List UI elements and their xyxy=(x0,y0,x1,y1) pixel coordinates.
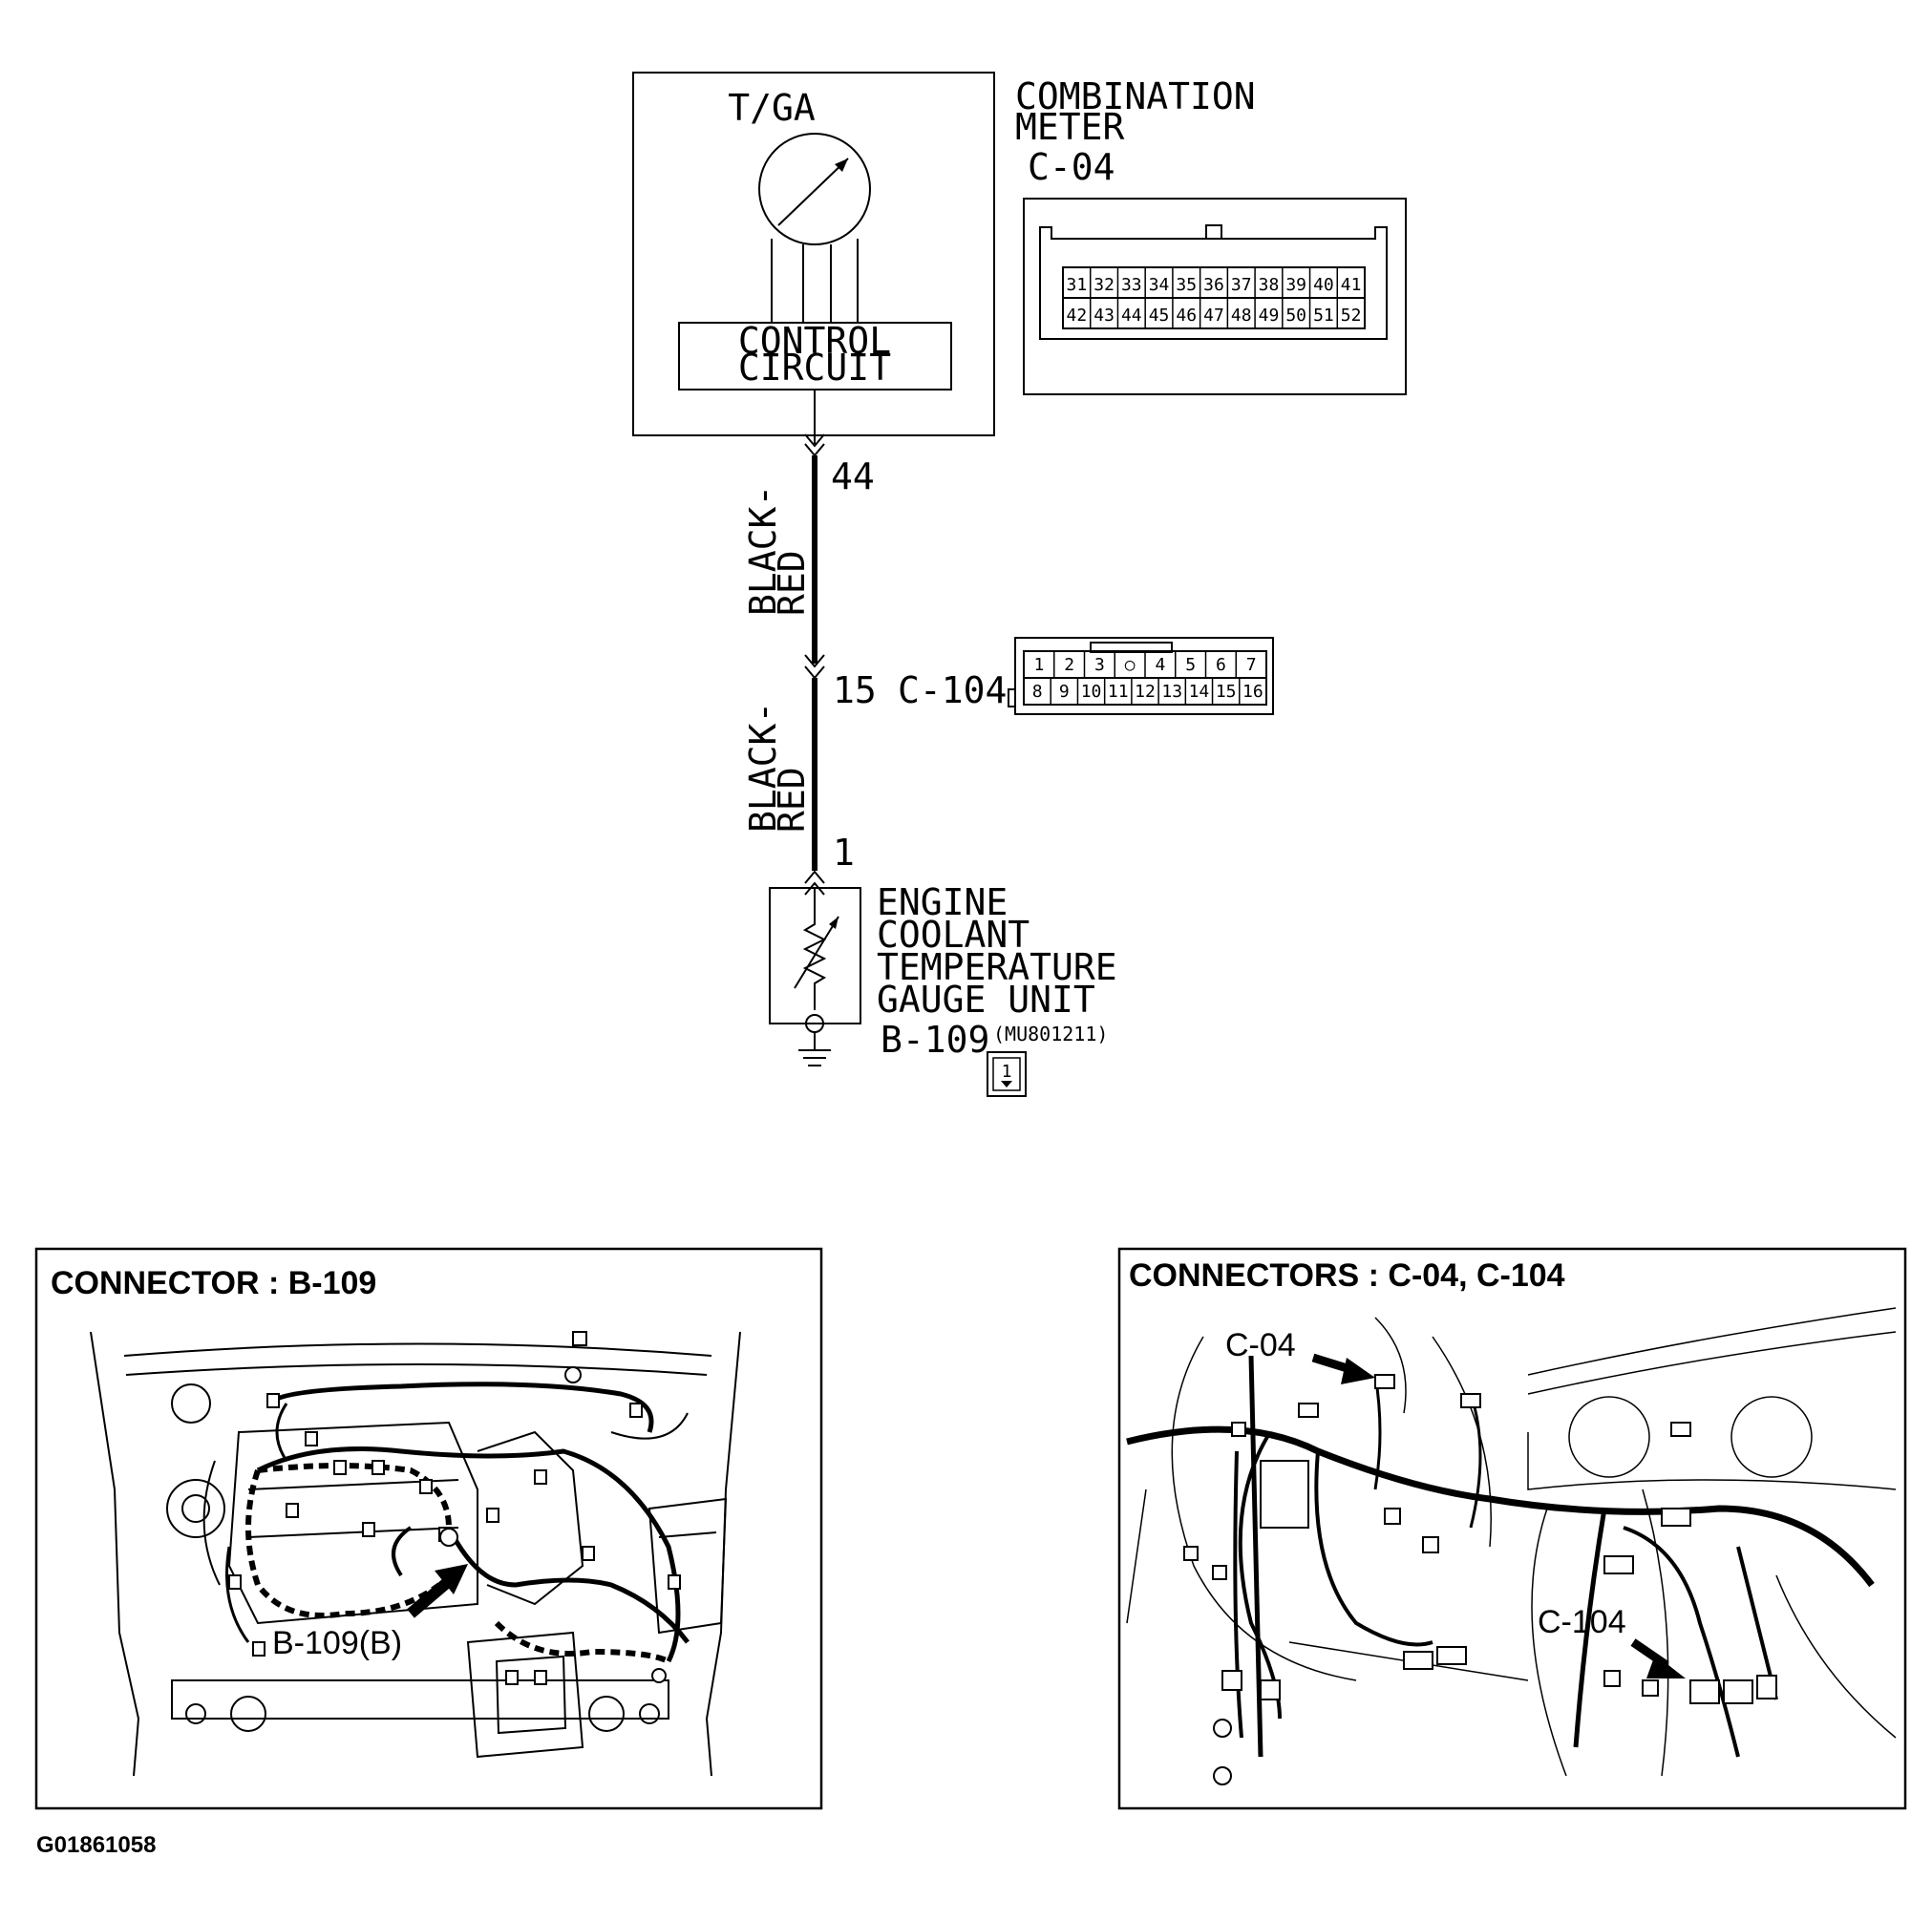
sensor-title-4: GAUGE UNIT xyxy=(877,979,1095,1021)
connector-pin-number: 6 xyxy=(1216,655,1226,675)
connector-pin-number: 37 xyxy=(1231,275,1252,295)
connector-pin-number: 10 xyxy=(1081,682,1102,702)
connector-pin-number: 51 xyxy=(1313,306,1334,326)
connector-pin-number: 12 xyxy=(1135,682,1156,702)
connector-pin-number: 45 xyxy=(1149,306,1170,326)
connector-pin-number: 7 xyxy=(1246,655,1257,675)
connector-pin-number: 43 xyxy=(1093,306,1115,326)
control-circuit-label-2: CIRCUIT xyxy=(738,347,891,389)
sensor-title-3: TEMPERATURE xyxy=(877,946,1117,988)
combination-meter-title-2: METER xyxy=(1015,106,1125,148)
connector-pin-number: 46 xyxy=(1176,306,1197,326)
connector-plugs-dashboard xyxy=(1183,1374,1777,1785)
figure-code: G01861058 xyxy=(36,1832,156,1858)
panel-left-header: CONNECTOR : B-109 xyxy=(51,1265,376,1301)
connector-pin-number: 2 xyxy=(1064,655,1074,675)
connector-pin-number: 14 xyxy=(1189,682,1210,702)
dashboard-illustration xyxy=(1126,1307,1897,1777)
wire2-color-line1: BLACK- xyxy=(742,702,784,833)
connector-pin-number: 9 xyxy=(1059,682,1070,702)
connector-pin-number: 5 xyxy=(1185,655,1196,675)
connector-pin-number: 8 xyxy=(1032,682,1043,702)
wire2-color-line2: RED xyxy=(771,767,813,833)
gauge-icon xyxy=(758,133,871,323)
connector-plugs-engine xyxy=(228,1331,681,1685)
ground-icon xyxy=(798,1014,831,1066)
panel-right-callout-c04: C-04 xyxy=(1225,1327,1296,1363)
combination-meter-title-1: COMBINATION xyxy=(1015,75,1256,117)
engine-coolant-temperature-gauge-unit: ENGINE COOLANT TEMPERATURE GAUGE UNIT B-… xyxy=(769,881,1117,1097)
wire1-color-line2: RED xyxy=(771,550,813,616)
panel-right-header: CONNECTORS : C-04, C-104 xyxy=(1129,1257,1565,1294)
thermistor-icon xyxy=(794,888,839,1010)
wire-harness-circuit: 44 BLACK- RED 15 C-104 BLACK- RED 1 xyxy=(742,390,1007,896)
connector-pin-number: 15 xyxy=(1216,682,1237,702)
connector-pin-number: 16 xyxy=(1242,682,1263,702)
engine-bay-illustration xyxy=(90,1331,741,1777)
connector-pin-number: 13 xyxy=(1161,682,1182,702)
b109-part-number: (MU801211) xyxy=(993,1023,1108,1045)
b109-connector-id: B-109 xyxy=(881,1019,989,1061)
connector-pin-number: 3 xyxy=(1094,655,1105,675)
connector-pin-number: 42 xyxy=(1067,306,1088,326)
junction-pin-label: 15 xyxy=(833,669,877,711)
b109-pointer-arrow-icon xyxy=(407,1564,468,1618)
connector-pin-number: 49 xyxy=(1259,306,1280,326)
connector-pin-number: 31 xyxy=(1067,275,1088,295)
connector-pin-number: 33 xyxy=(1121,275,1142,295)
connector-pin-number: 40 xyxy=(1313,275,1334,295)
c104-connector-id: C-104 xyxy=(898,669,1007,711)
panel-left-callout: B-109(B) xyxy=(272,1625,402,1661)
connector-pin-number: 44 xyxy=(1121,306,1142,326)
c104-pointer-arrow-icon xyxy=(1630,1638,1686,1678)
connector-pin-number: 50 xyxy=(1285,306,1306,326)
panel-right-callout-c104: C-104 xyxy=(1538,1604,1626,1640)
connector-pin-number: 47 xyxy=(1203,306,1224,326)
connector-pin-number: 39 xyxy=(1285,275,1306,295)
pin-44-label: 44 xyxy=(831,455,875,497)
connector-pin-number: 41 xyxy=(1341,275,1362,295)
connector-pin-number: 36 xyxy=(1203,275,1224,295)
connector-pin-number: 48 xyxy=(1231,306,1252,326)
pin-1-label: 1 xyxy=(833,832,855,874)
connector-pin-number: 34 xyxy=(1149,275,1170,295)
connectors-c04-c104-location-panel: CONNECTORS : C-04, C-104 xyxy=(1117,1247,1907,1810)
control-circuit-label-1: CONTROL xyxy=(738,320,891,362)
b109-pin-label: 1 xyxy=(1002,1062,1012,1082)
connector-pin-number: 52 xyxy=(1341,306,1362,326)
connector-pin-number: 11 xyxy=(1108,682,1129,702)
connector-pin-number: 38 xyxy=(1259,275,1280,295)
connector-pin-number: 4 xyxy=(1155,655,1165,675)
connector-pin-number: 32 xyxy=(1093,275,1115,295)
sensor-title-2: COOLANT xyxy=(877,914,1030,956)
c04-pointer-arrow-icon xyxy=(1311,1353,1375,1384)
connector-b109-location-panel: CONNECTOR : B-109 xyxy=(34,1247,823,1810)
gauge-label: T/GA xyxy=(728,87,816,129)
sensor-title-1: ENGINE xyxy=(877,881,1008,923)
connector-pin-number: 35 xyxy=(1176,275,1197,295)
wire1-color-line1: BLACK- xyxy=(742,485,784,616)
connector-pin-number: ○ xyxy=(1125,655,1136,675)
wire-harness-engine xyxy=(225,1382,690,1664)
b109-connector-face: 1 xyxy=(987,1051,1027,1097)
c04-connector-id: C-04 xyxy=(1028,146,1115,188)
connector-pin-number: 1 xyxy=(1033,655,1044,675)
combination-meter: T/GA CONTROL CIRCUIT COMBINATION METER C… xyxy=(632,72,1407,436)
